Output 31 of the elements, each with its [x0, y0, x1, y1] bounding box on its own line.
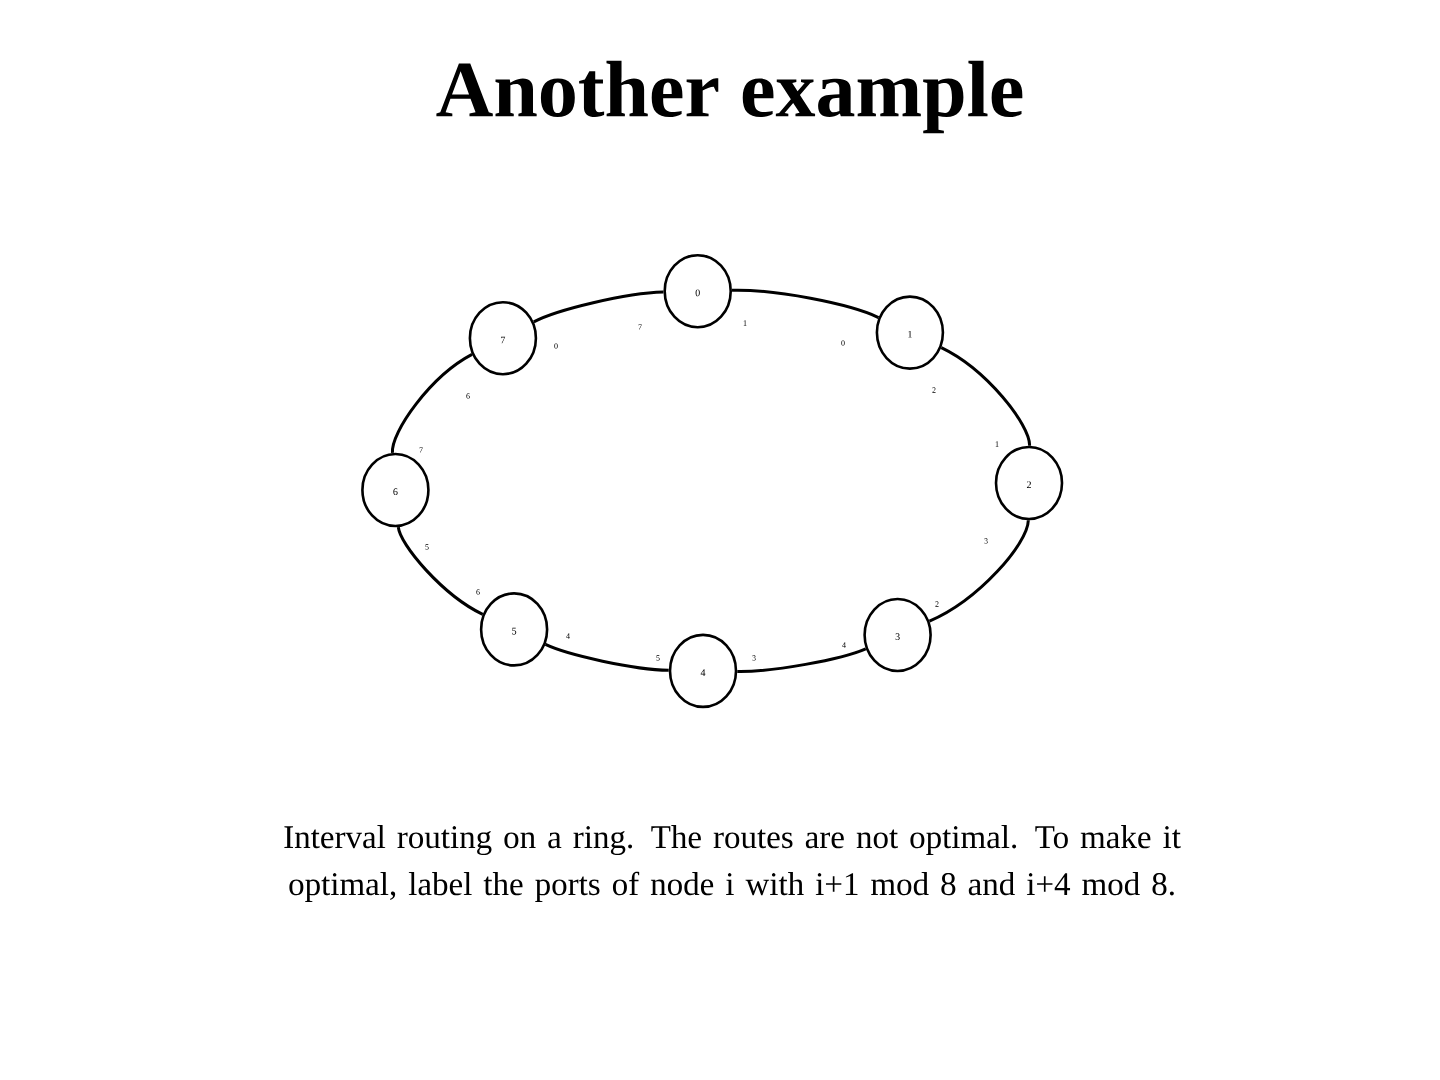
ring-link	[390, 353, 473, 453]
caption: Interval routing on a ring. The routes are not optimal. To make it optimal, label the ports of node i with i+1 mod 8 and i+4 mod 8.	[284, 825, 1181, 902]
ring-link	[533, 290, 664, 324]
port-label: 3	[752, 655, 756, 661]
port-label: 7	[638, 324, 642, 330]
port-label: 1	[995, 441, 999, 447]
port-label: 2	[932, 387, 936, 393]
ring-node: 4	[668, 633, 738, 709]
port-label: 4	[842, 642, 846, 648]
ring-link	[544, 643, 669, 672]
port-label: 0	[841, 340, 845, 346]
ring-node: 6	[361, 452, 430, 528]
ring-node: 0	[663, 253, 732, 329]
port-label: 6	[476, 589, 480, 595]
ring-link	[940, 346, 1032, 446]
port-label: 6	[466, 393, 470, 399]
port-label: 4	[566, 633, 570, 639]
port-label: 0	[554, 343, 558, 349]
ring-node: 3	[863, 597, 932, 673]
port-label: 5	[656, 655, 660, 661]
port-label: 1	[743, 320, 747, 326]
ring-node: 7	[468, 300, 538, 376]
title: Another example	[436, 60, 1023, 134]
port-label: 3	[984, 538, 988, 544]
ring-node: 1	[875, 295, 945, 370]
ring-link	[928, 520, 1030, 623]
ring-link	[737, 647, 867, 673]
ring-link	[732, 288, 880, 319]
ring-node: 5	[479, 592, 549, 667]
ring-link	[396, 526, 484, 616]
port-label: 5	[425, 544, 429, 550]
